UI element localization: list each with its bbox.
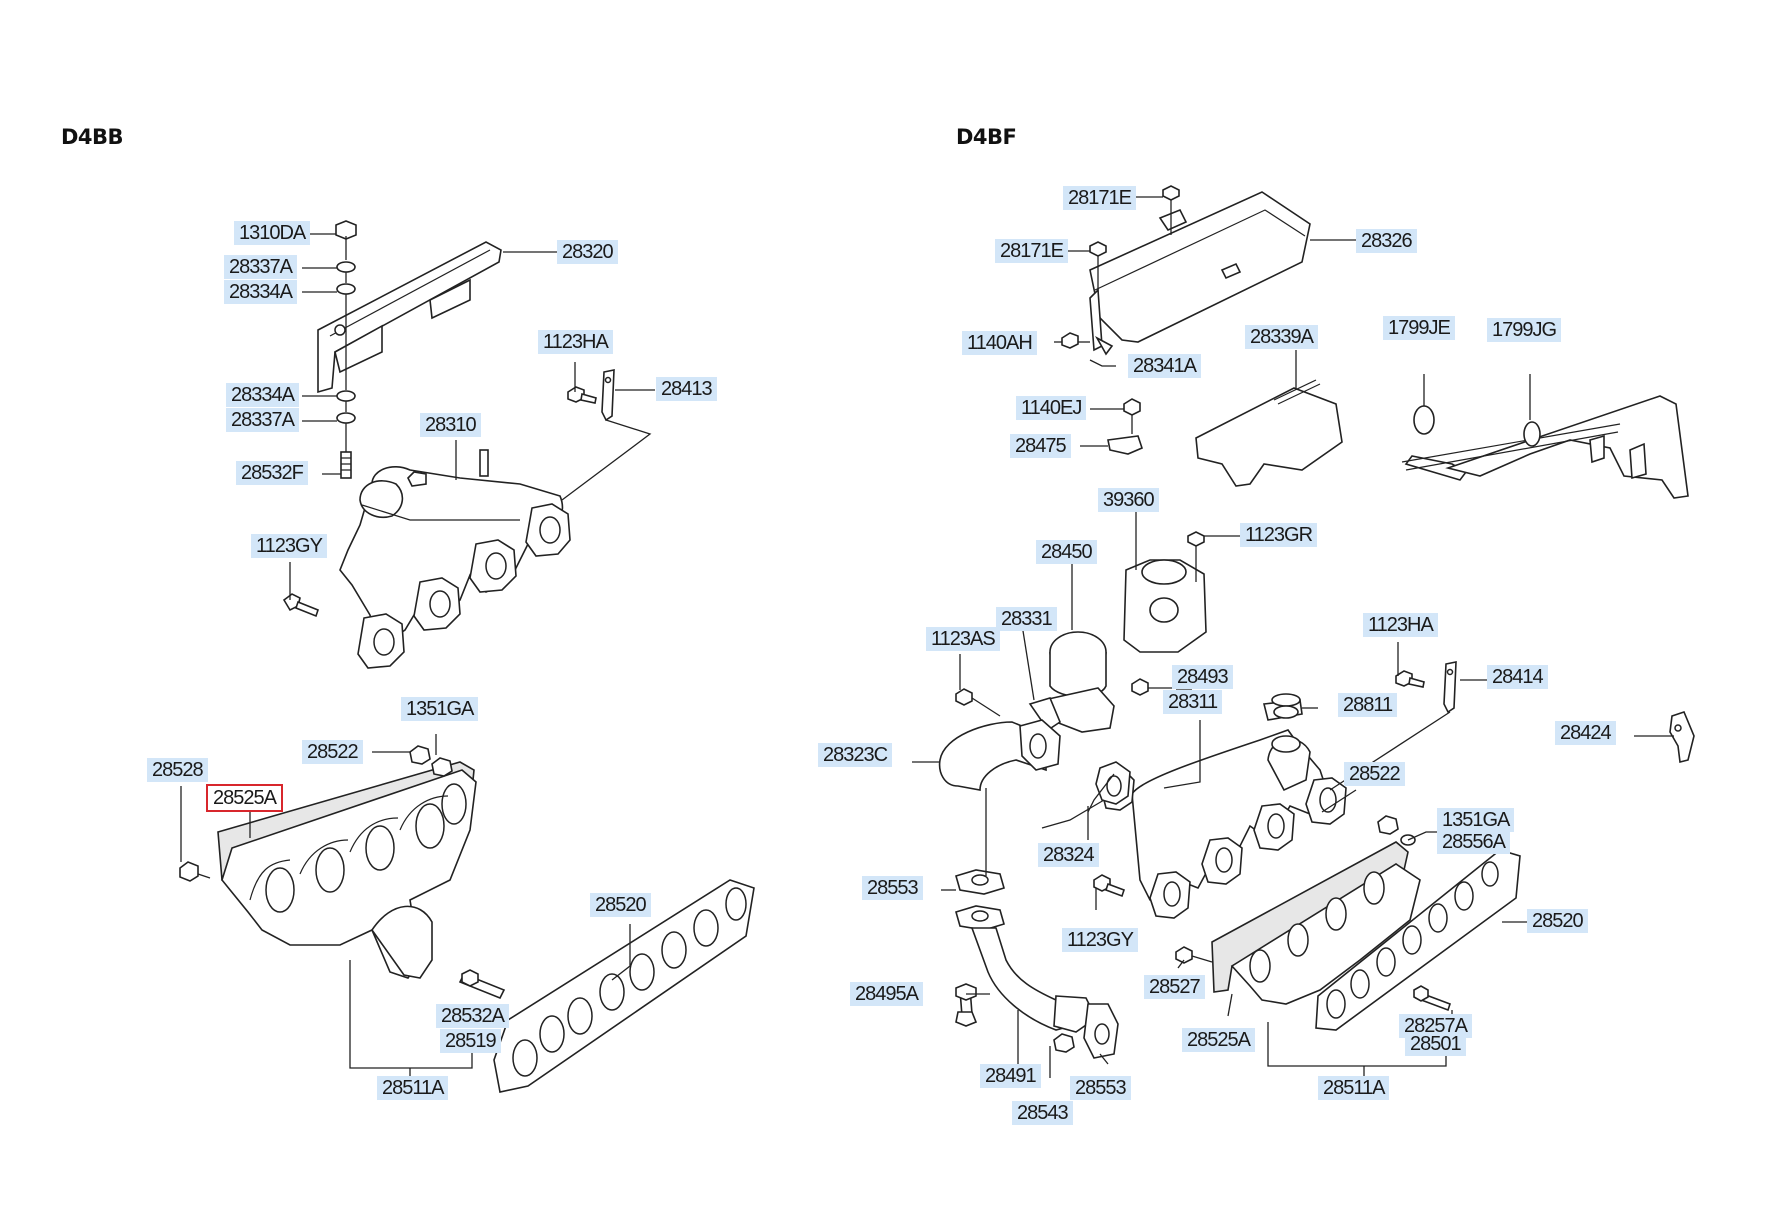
egr-pipe-28323C bbox=[938, 688, 1061, 791]
callout-28171E-2[interactable]: 28171E bbox=[995, 239, 1068, 263]
callout-28811[interactable]: 28811 bbox=[1338, 693, 1398, 717]
bracket-28475 bbox=[1107, 398, 1143, 455]
bolt-1123GY-right bbox=[1093, 874, 1126, 898]
callout-28491[interactable]: 28491 bbox=[980, 1064, 1041, 1088]
callout-28522[interactable]: 28522 bbox=[302, 740, 363, 764]
sensor-harness-1799 bbox=[1401, 374, 1689, 499]
callout-28525A-right[interactable]: 28525A bbox=[1182, 1028, 1255, 1052]
callout-1799JE[interactable]: 1799JE bbox=[1383, 316, 1455, 340]
part-28424 bbox=[1669, 711, 1695, 763]
callout-28310[interactable]: 28310 bbox=[420, 413, 481, 437]
callout-28475[interactable]: 28475 bbox=[1010, 434, 1071, 458]
callout-28553[interactable]: 28553 bbox=[862, 876, 923, 900]
egr-valve-28450 bbox=[1028, 631, 1176, 733]
heat-protector-28326 bbox=[1089, 191, 1311, 356]
callout-28323C[interactable]: 28323C bbox=[818, 743, 893, 767]
callout-28527[interactable]: 28527 bbox=[1144, 975, 1205, 999]
callout-28520[interactable]: 28520 bbox=[590, 893, 651, 917]
manifold-assy-28511A-right bbox=[1175, 841, 1421, 1005]
bracket-28414 bbox=[1329, 661, 1457, 791]
bolt-1123GY bbox=[282, 593, 319, 618]
callout-1140AH[interactable]: 1140AH bbox=[962, 331, 1037, 355]
section-title-d4bb: D4BB bbox=[61, 125, 124, 149]
callout-28532F[interactable]: 28532F bbox=[236, 461, 308, 485]
callout-28311[interactable]: 28311 bbox=[1163, 690, 1223, 714]
manifold-assy-28511A-left bbox=[179, 745, 506, 1069]
callout-28339A[interactable]: 28339A bbox=[1245, 325, 1318, 349]
callout-28543[interactable]: 28543 bbox=[1012, 1101, 1073, 1125]
callout-28326[interactable]: 28326 bbox=[1356, 229, 1417, 253]
callout-28171E[interactable]: 28171E bbox=[1063, 186, 1136, 210]
gasket-28520-left bbox=[493, 879, 755, 1093]
egr-solenoid-39360 bbox=[1123, 531, 1207, 653]
left-leader-lines bbox=[180, 233, 655, 981]
callout-28424[interactable]: 28424 bbox=[1555, 721, 1616, 745]
callout-1351GA[interactable]: 1351GA bbox=[401, 697, 479, 721]
egr-pipe-28491 bbox=[955, 869, 1119, 1059]
manifold-28311-right bbox=[1101, 693, 1347, 919]
callout-28341A[interactable]: 28341A bbox=[1128, 354, 1201, 378]
callout-1140EJ[interactable]: 1140EJ bbox=[1016, 396, 1087, 420]
callout-28337A-2[interactable]: 28337A bbox=[226, 408, 299, 432]
section-title-d4bf: D4BF bbox=[956, 125, 1017, 149]
callout-28320[interactable]: 28320 bbox=[557, 240, 618, 264]
callout-28324[interactable]: 28324 bbox=[1038, 843, 1099, 867]
callout-1123AS[interactable]: 1123AS bbox=[926, 627, 1000, 651]
callout-28511A-right[interactable]: 28511A bbox=[1318, 1076, 1390, 1100]
callout-1123HA[interactable]: 1123HA bbox=[538, 330, 613, 354]
callout-28525A-selected[interactable]: 28525A bbox=[206, 784, 283, 812]
callout-28334A[interactable]: 28334A bbox=[224, 280, 297, 304]
callout-28528[interactable]: 28528 bbox=[147, 758, 208, 782]
nuts-right bbox=[1377, 815, 1416, 846]
callout-1123GY[interactable]: 1123GY bbox=[251, 534, 327, 558]
callout-28493[interactable]: 28493 bbox=[1172, 665, 1233, 689]
callout-1123GY-right[interactable]: 1123GY bbox=[1062, 928, 1138, 952]
callout-28520-right[interactable]: 28520 bbox=[1527, 909, 1588, 933]
callout-28532A[interactable]: 28532A bbox=[436, 1004, 509, 1028]
callout-28511A[interactable]: 28511A bbox=[377, 1076, 449, 1100]
callout-28450[interactable]: 28450 bbox=[1036, 540, 1097, 564]
heat-protector-28320 bbox=[317, 241, 502, 394]
gasket-28324 bbox=[1095, 761, 1131, 805]
callout-1351GA-right[interactable]: 1351GA bbox=[1437, 808, 1515, 832]
callout-28414[interactable]: 28414 bbox=[1487, 665, 1548, 689]
callout-28519[interactable]: 28519 bbox=[440, 1029, 501, 1053]
callout-39360[interactable]: 39360 bbox=[1098, 488, 1159, 512]
callout-28337A[interactable]: 28337A bbox=[224, 255, 297, 279]
exhaust-manifold-28310 bbox=[339, 449, 571, 669]
callout-28553-2[interactable]: 28553 bbox=[1070, 1076, 1131, 1100]
stud-nut-stack bbox=[335, 220, 357, 479]
bolts-28171E bbox=[1061, 185, 1180, 349]
callout-28331[interactable]: 28331 bbox=[996, 607, 1057, 631]
callout-1123GR[interactable]: 1123GR bbox=[1240, 523, 1318, 547]
bolt-28495A bbox=[955, 983, 978, 1027]
callout-28522-right[interactable]: 28522 bbox=[1344, 762, 1405, 786]
bracket-28413 bbox=[561, 369, 652, 501]
callout-1799JG[interactable]: 1799JG bbox=[1487, 318, 1562, 342]
heat-protector-28339A bbox=[1195, 379, 1343, 487]
callout-28495A[interactable]: 28495A bbox=[850, 982, 923, 1006]
callout-1123HA-right[interactable]: 1123HA bbox=[1363, 613, 1438, 637]
callout-28413[interactable]: 28413 bbox=[656, 377, 717, 401]
callout-28556A[interactable]: 28556A bbox=[1437, 830, 1510, 854]
callout-1310DA[interactable]: 1310DA bbox=[234, 221, 311, 245]
callout-28501[interactable]: 28501 bbox=[1405, 1032, 1466, 1056]
callout-28334A-2[interactable]: 28334A bbox=[226, 383, 299, 407]
right-leader-lines bbox=[409, 196, 1674, 1078]
